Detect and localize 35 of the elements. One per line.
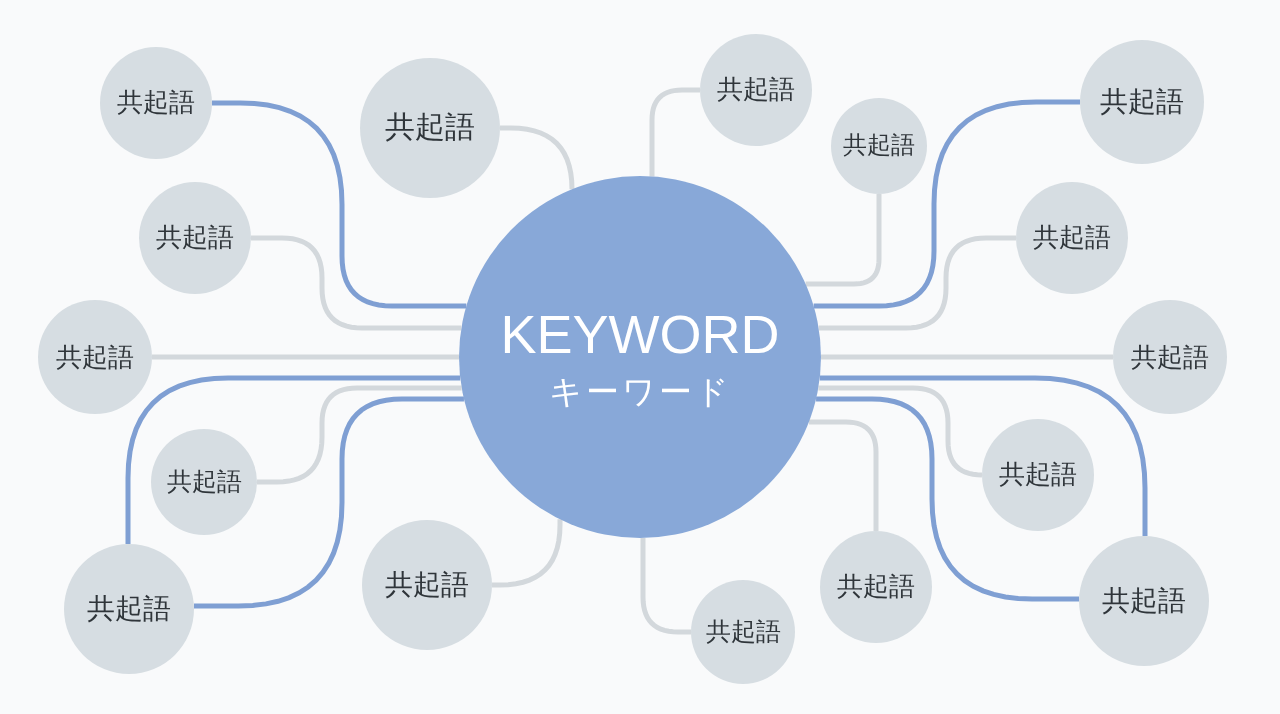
connector-line (805, 194, 882, 287)
term-label: 共起語 (705, 617, 781, 647)
term-label: 共起語 (156, 223, 234, 253)
connector-line (152, 354, 459, 360)
connector-line (492, 519, 563, 588)
term-label: 共起語 (1033, 223, 1111, 253)
term-label: 共起語 (87, 592, 171, 626)
term-label: 共起語 (1102, 584, 1186, 618)
term-label: 共起語 (1131, 341, 1209, 373)
connector-line (125, 375, 461, 544)
connector-line (816, 396, 1080, 602)
keyword-label: KEYWORD (500, 303, 780, 366)
connector-line (500, 125, 575, 192)
connector-line (813, 99, 1080, 309)
connector-line (193, 396, 464, 609)
connector-line (251, 235, 462, 331)
term-label: 共起語 (999, 460, 1077, 490)
connector-line (257, 385, 462, 485)
term-label: 共起語 (166, 467, 242, 497)
connector-line (818, 235, 1016, 331)
term-label: 共起語 (117, 88, 195, 118)
keyword-reading: キーワード (548, 373, 732, 411)
connector-line (212, 100, 467, 309)
connector-line (808, 419, 879, 531)
connector-line (640, 538, 691, 635)
term-label: 共起語 (717, 75, 795, 105)
term-label: 共起語 (1100, 86, 1184, 118)
term-label: 共起語 (837, 572, 915, 602)
term-label: 共起語 (385, 568, 469, 602)
term-label: 共起語 (385, 111, 475, 145)
connector-line (821, 354, 1113, 360)
term-label: 共起語 (56, 341, 134, 373)
connector-line (649, 87, 700, 177)
term-label: 共起語 (843, 132, 915, 160)
connector-line (819, 375, 1148, 536)
